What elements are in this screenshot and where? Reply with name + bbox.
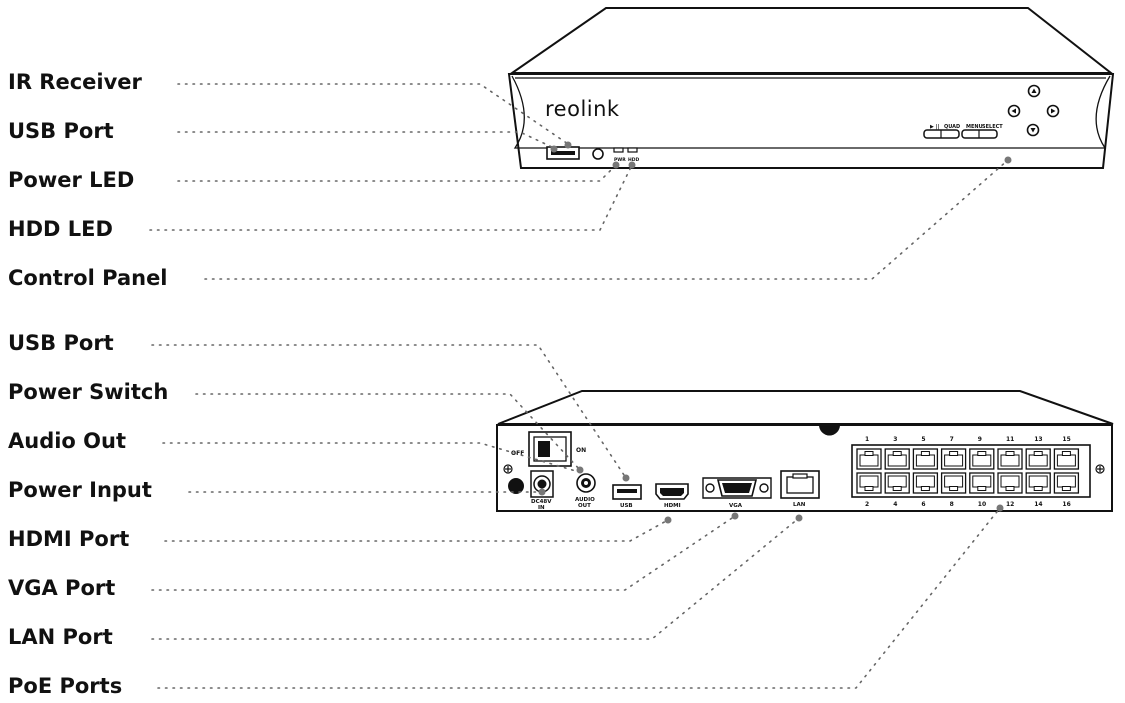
poe-port: [884, 448, 910, 470]
audio-out-label-1: AUDIO: [575, 497, 595, 503]
audio-out-label-2: OUT: [578, 503, 591, 509]
label-power-switch: Power Switch: [8, 380, 169, 404]
poe-port-number: 2: [865, 501, 869, 508]
poe-port-number: 13: [1034, 436, 1042, 443]
label-audio-out: Audio Out: [8, 429, 127, 453]
label-power-led: Power LED: [8, 168, 135, 192]
poe-port: [940, 448, 967, 470]
poe-port-number: 11: [1006, 436, 1014, 443]
poe-port-number: 16: [1062, 501, 1070, 508]
menu-button-label: MENU: [966, 124, 983, 130]
poe-port: [912, 448, 939, 470]
label-vga-port: VGA Port: [8, 576, 116, 600]
vga-port: [702, 477, 772, 499]
poe-port-number: 15: [1062, 436, 1070, 443]
label-hdd-led: HDD LED: [8, 217, 113, 241]
front-leader-lines: [149, 83, 1009, 280]
power-input-label-2: IN: [538, 505, 545, 511]
label-hdmi-port: HDMI Port: [8, 527, 130, 551]
poe-port: [997, 448, 1023, 470]
poe-port-number: 1: [865, 436, 869, 443]
power-input-ring: [508, 478, 524, 494]
switch-off-label: OFF: [511, 450, 524, 457]
vga-label: VGA: [729, 503, 743, 509]
poe-port: [1025, 472, 1051, 494]
poe-port: [856, 448, 882, 470]
poe-port-number: 5: [921, 436, 925, 443]
nvr-front-view: [507, 7, 1115, 169]
poe-port-number: 6: [921, 501, 925, 508]
select-button-label: SELECT: [982, 124, 1003, 130]
label-power-input: Power Input: [8, 478, 152, 502]
hdd-led: [627, 147, 638, 153]
poe-port: [1053, 472, 1080, 494]
usb-label: USB: [620, 503, 633, 509]
switch-on-label: ON: [576, 447, 586, 454]
lan-label: LAN: [793, 502, 806, 508]
quad-button-label: QUAD: [944, 124, 960, 130]
poe-port: [856, 472, 882, 494]
play-pause-button-label: ▶ ||: [930, 124, 939, 130]
hdmi-label: HDMI: [664, 503, 681, 509]
poe-port-number: 7: [950, 436, 954, 443]
rear-leader-dots: [538, 466, 1004, 524]
poe-bottom-numbers: 2 4 6 8 10 12 14 16: [865, 501, 1071, 508]
poe-port-number: 3: [893, 436, 897, 443]
label-control-panel: Control Panel: [8, 266, 168, 290]
label-poe-ports: PoE Ports: [8, 674, 123, 698]
poe-port-number: 9: [978, 436, 982, 443]
poe-port: [997, 472, 1023, 494]
control-panel-buttons: ▶ || QUAD MENU SELECT: [923, 84, 1060, 139]
hdd-led-label: HDD: [628, 157, 640, 163]
rear-leader-lines: [151, 344, 1001, 689]
ir-receiver-window: [592, 148, 604, 160]
poe-port: [1025, 448, 1051, 470]
poe-port-number: 4: [893, 501, 897, 508]
label-ir-receiver: IR Receiver: [8, 70, 142, 94]
label-lan-port: LAN Port: [8, 625, 113, 649]
ground-screw-icon: [503, 464, 1105, 474]
poe-port-number: 14: [1034, 501, 1042, 508]
poe-port: [884, 472, 910, 494]
poe-port-grid: [856, 448, 1080, 494]
brand-logo: reolink: [545, 97, 620, 121]
poe-port: [969, 472, 995, 494]
poe-port-number: 8: [950, 501, 954, 508]
poe-port-number: 10: [978, 501, 986, 508]
poe-port: [969, 448, 995, 470]
label-rear-usb-port: USB Port: [8, 331, 114, 355]
poe-port: [940, 472, 967, 494]
power-input-label-1: DC48V: [531, 499, 552, 505]
poe-port-number: 12: [1006, 501, 1014, 508]
poe-port: [1053, 448, 1080, 470]
power-led: [613, 147, 624, 153]
label-front-usb-port: USB Port: [8, 119, 114, 143]
pwr-led-label: PWR: [614, 157, 626, 163]
front-leader-dots: [550, 141, 1012, 169]
poe-port: [912, 472, 939, 494]
